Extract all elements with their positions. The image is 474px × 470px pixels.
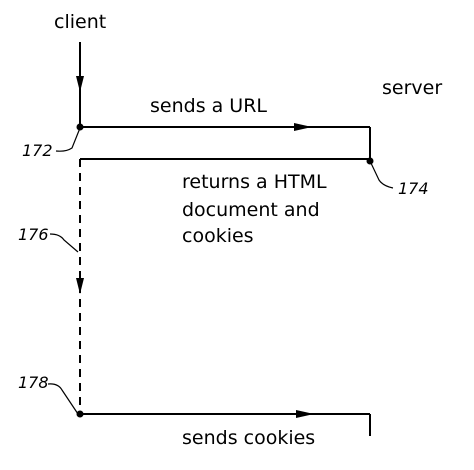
- server-label: server: [382, 77, 442, 99]
- right-arrowhead-icon: [294, 123, 312, 131]
- leader-178: [47, 383, 79, 415]
- sends-cookies-label: sends cookies: [182, 427, 315, 449]
- ref-178: 178: [18, 373, 49, 392]
- ref-172: 172: [22, 141, 53, 160]
- sends-url-label: sends a URL: [150, 95, 267, 117]
- leader-174: [369, 160, 394, 189]
- dashed-down-arrowhead-icon: [76, 278, 84, 294]
- leader-172: [55, 127, 81, 152]
- cookies-right-arrowhead-icon: [296, 410, 314, 418]
- leader-176: [49, 233, 79, 253]
- returns-label-line3: cookies: [182, 225, 254, 247]
- returns-label-line1: returns a HTML: [182, 171, 327, 193]
- down-arrowhead-icon: [76, 76, 84, 92]
- client-label: client: [54, 11, 106, 33]
- ref-174: 174: [398, 179, 429, 198]
- ref-176: 176: [18, 225, 49, 244]
- returns-label-line2: document and: [182, 199, 320, 221]
- node-172-dot: [76, 123, 84, 131]
